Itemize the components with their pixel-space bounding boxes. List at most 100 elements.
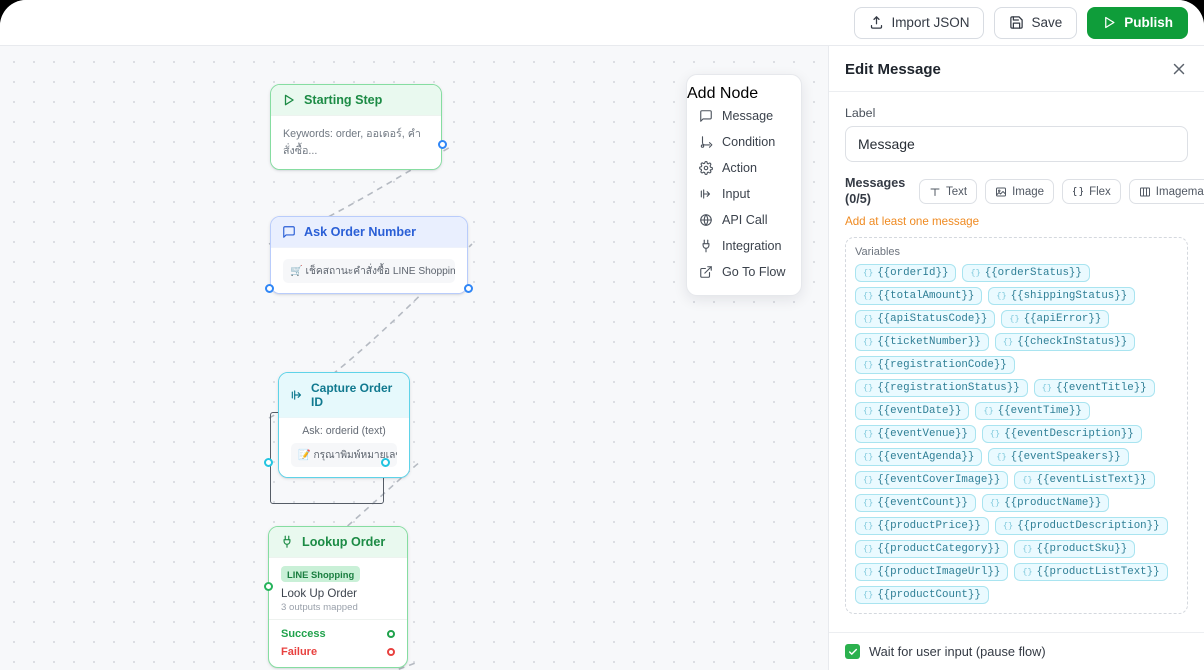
flow-node-capture-order-id[interactable]: Capture Order ID Ask: orderid (text) 📝 ก…	[278, 372, 410, 478]
node-subtext: 🛒 เช็คสถานะคำสั่งซื้อ LINE Shopping ...	[283, 259, 455, 283]
message-type-text-button[interactable]: Text	[919, 179, 978, 205]
braces-icon: {}	[863, 498, 874, 509]
panel-title: Edit Message	[845, 60, 941, 78]
node-title: Starting Step	[304, 93, 383, 107]
output-handle-failure[interactable]	[387, 648, 395, 656]
panel-body: Label Messages (0/5) Messages(0/5) Text …	[829, 92, 1204, 632]
add-node-item-input[interactable]: Input	[687, 181, 801, 207]
image-icon	[996, 187, 1007, 197]
braces-icon: {}	[863, 544, 874, 555]
add-node-label: Input	[722, 187, 751, 201]
message-type-label: Flex	[1089, 185, 1111, 198]
message-type-image-button[interactable]: Image	[985, 179, 1055, 205]
variable-chip[interactable]: {}{{registrationStatus}}	[855, 379, 1028, 398]
messages-count-label: Messages (0/5) Messages(0/5)	[845, 176, 906, 206]
variable-chip[interactable]: {}{{apiStatusCode}}	[855, 310, 996, 329]
braces-icon: {}	[863, 314, 874, 325]
variable-chip[interactable]: {}{{shippingStatus}}	[988, 287, 1136, 306]
save-button[interactable]: Save	[994, 6, 1078, 39]
variable-chip[interactable]: {}{{productDescription}}	[994, 517, 1168, 536]
variable-chip[interactable]: {}{{eventVenue}}	[855, 425, 976, 444]
close-icon[interactable]	[1170, 60, 1188, 78]
node-meta: 3 outputs mapped	[281, 602, 358, 613]
add-node-label: Action	[722, 161, 758, 175]
flow-node-starting-step[interactable]: Starting Step Keywords: order, ออเดอร์, …	[270, 84, 442, 170]
flow-node-ask-order-number[interactable]: Ask Order Number 🛒 เช็คสถานะคำสั่งซื้อ L…	[270, 216, 468, 294]
message-type-label: Imagemap	[1155, 185, 1204, 198]
check-icon	[848, 648, 857, 655]
variable-chip-label: {{shippingStatus}}	[1010, 290, 1128, 303]
variable-chip[interactable]: {}{{eventSpeakers}}	[988, 448, 1129, 467]
variable-chip[interactable]: {}{{eventCount}}	[855, 494, 976, 513]
variable-chip[interactable]: {}{{eventTime}}	[975, 402, 1090, 421]
node-header: Lookup Order	[269, 527, 407, 557]
variable-chip-label: {{productSku}}	[1036, 543, 1128, 556]
variable-chip[interactable]: {}{{productImageUrl}}	[855, 563, 1009, 582]
wait-for-input-checkbox[interactable]	[845, 644, 860, 659]
variable-chip[interactable]: {}{{eventDescription}}	[981, 425, 1142, 444]
variable-chip-label: {{productImageUrl}}	[877, 566, 1001, 579]
variables-panel: Variables {}{{orderId}}{}{{orderStatus}}…	[845, 237, 1188, 615]
variable-chip[interactable]: {}{{orderId}}	[855, 264, 957, 283]
node-handle-capture-in[interactable]	[264, 458, 273, 467]
variable-chip[interactable]: {}{{eventDate}}	[855, 402, 970, 421]
variable-chip[interactable]: {}{{eventTitle}}	[1033, 379, 1155, 398]
variable-chip[interactable]: {}{{eventCoverImage}}	[855, 471, 1009, 490]
variable-chip[interactable]: {}{{productCategory}}	[855, 540, 1009, 559]
variable-chip[interactable]: {}{{totalAmount}}	[855, 287, 983, 306]
variable-chip[interactable]: {}{{checkInStatus}}	[994, 333, 1136, 352]
add-node-item-api-call[interactable]: API Call	[687, 207, 801, 233]
node-handle-lookup-in[interactable]	[264, 582, 273, 591]
label-input[interactable]	[845, 126, 1188, 162]
variable-chip[interactable]: {}{{eventListText}}	[1014, 471, 1155, 490]
node-handle-start-out[interactable]	[438, 140, 447, 149]
variable-chip[interactable]: {}{{orderStatus}}	[962, 264, 1090, 283]
variable-chip[interactable]: {}{{productCount}}	[855, 586, 989, 605]
add-node-item-integration[interactable]: Integration	[687, 233, 801, 259]
braces-icon: {}	[1002, 337, 1014, 348]
braces-icon: {}	[863, 429, 874, 440]
braces-icon: {}	[863, 337, 874, 348]
variable-chip[interactable]: {}{{eventAgenda}}	[855, 448, 983, 467]
message-type-imagemap-button[interactable]: Imagemap	[1128, 179, 1204, 205]
node-handle-ask-in[interactable]	[265, 284, 274, 293]
add-node-item-condition[interactable]: Condition	[687, 129, 801, 155]
publish-button[interactable]: Publish	[1087, 6, 1188, 39]
message-type-label: Image	[1012, 185, 1045, 198]
import-json-button[interactable]: Import JSON	[854, 6, 985, 39]
braces-icon: {}	[863, 383, 874, 394]
add-node-label: API Call	[722, 213, 768, 227]
variable-chip[interactable]: {}{{productListText}}	[1014, 563, 1168, 582]
play-icon	[284, 94, 294, 106]
variable-chip[interactable]: {}{{productName}}	[981, 494, 1110, 513]
variable-chip-label: {{productName}}	[1004, 497, 1102, 510]
toolbar: Import JSON Save Publish	[0, 0, 1204, 46]
variable-chip[interactable]: {}{{registrationCode}}	[855, 356, 1015, 375]
add-node-item-message[interactable]: Message	[687, 103, 801, 129]
flow-node-lookup-order[interactable]: Lookup Order LINE Shopping Look Up Order…	[268, 526, 408, 668]
variable-chip-label: {{eventDate}}	[877, 405, 962, 418]
braces-icon	[1073, 186, 1084, 196]
node-ask-text: Ask: orderid (text)	[302, 425, 386, 437]
variable-chip-label: {{productDescription}}	[1017, 520, 1160, 533]
variable-chip[interactable]: {}{{productSku}}	[1014, 540, 1136, 559]
import-json-label: Import JSON	[891, 15, 970, 30]
variable-chip[interactable]: {}{{productPrice}}	[855, 517, 989, 536]
braces-icon: {}	[863, 268, 874, 279]
variable-chip-label: {{eventCount}}	[877, 497, 968, 510]
output-handle-success[interactable]	[387, 630, 395, 638]
add-node-item-go-to-flow[interactable]: Go To Flow	[687, 259, 801, 285]
add-node-item-action[interactable]: Action	[687, 155, 801, 181]
node-handle-ask-out[interactable]	[464, 284, 473, 293]
node-header: Ask Order Number	[271, 217, 467, 247]
output-row-success[interactable]: Success	[269, 625, 407, 643]
plug-icon	[283, 535, 291, 548]
add-node-label: Message	[722, 109, 774, 123]
braces-icon: {}	[989, 429, 1001, 440]
node-handle-capture-out[interactable]	[381, 458, 390, 467]
variable-chip-label: {{apiStatusCode}}	[877, 313, 988, 326]
output-row-failure[interactable]: Failure	[269, 643, 407, 661]
message-type-flex-button[interactable]: Flex	[1062, 179, 1121, 205]
variable-chip[interactable]: {}{{apiError}}	[1001, 310, 1110, 329]
variable-chip[interactable]: {}{{ticketNumber}}	[855, 333, 989, 352]
